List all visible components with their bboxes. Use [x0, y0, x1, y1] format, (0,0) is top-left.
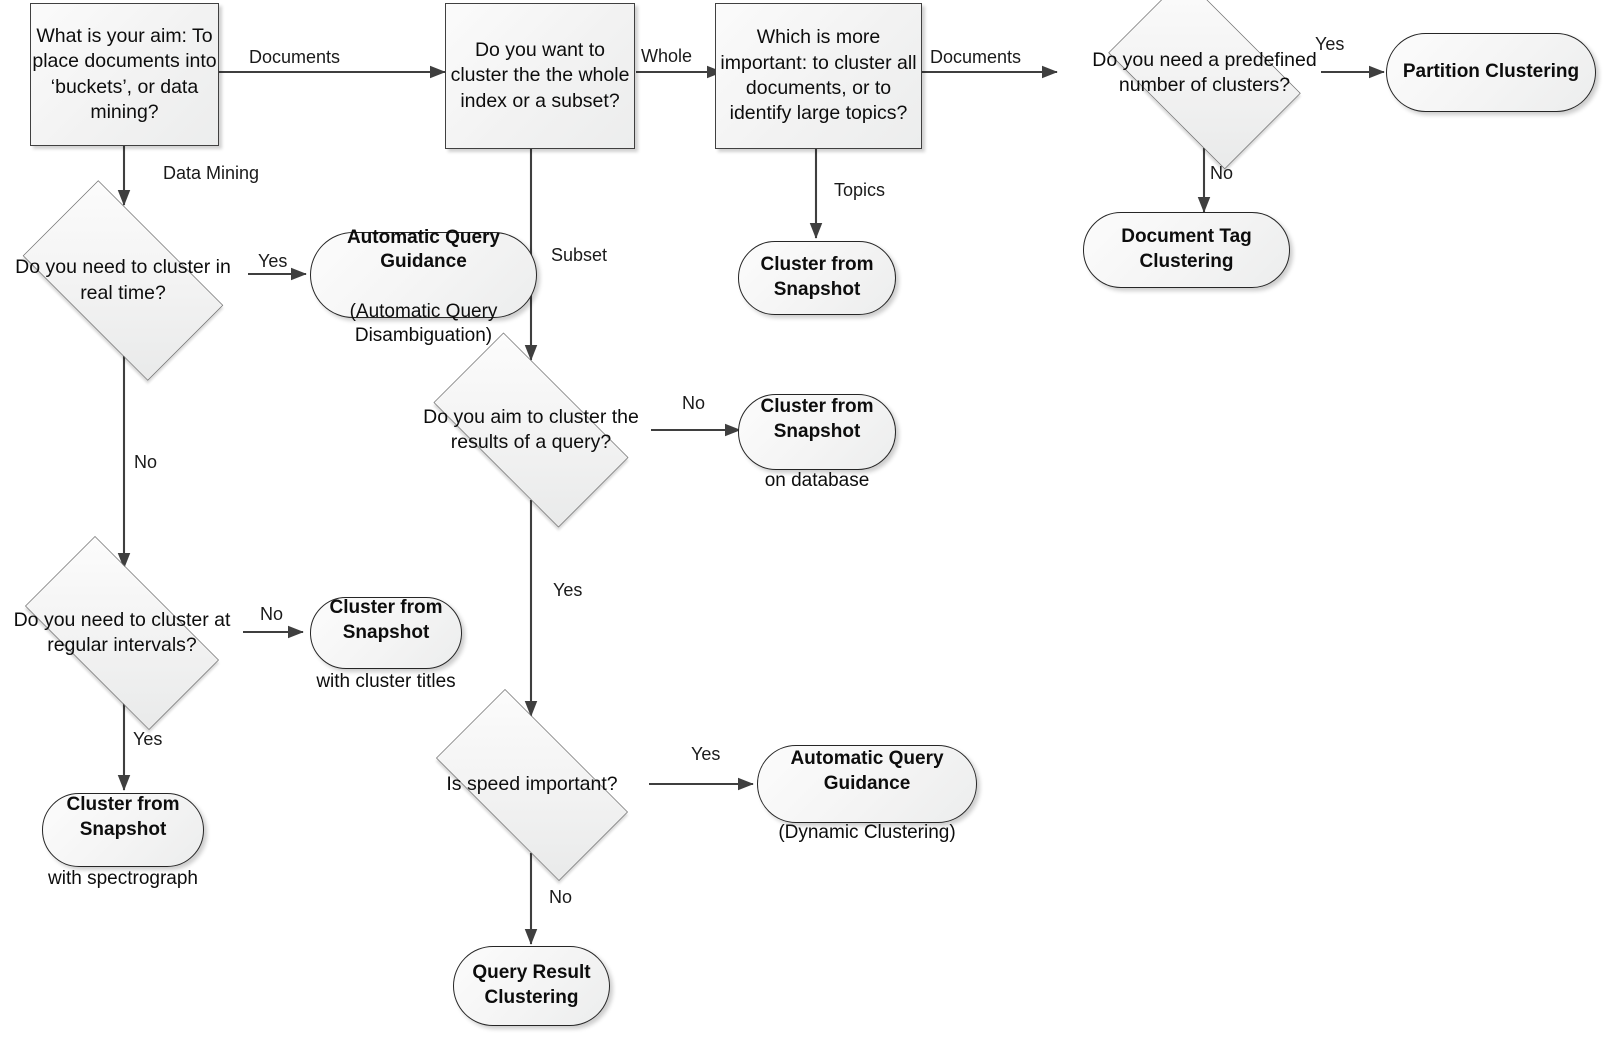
node-cluster-snapshot-spectro-sub: with spectrograph	[48, 868, 198, 890]
node-aqg-disambiguation-bold: Automatic Query Guidance	[346, 226, 501, 273]
node-aqg-dynamic-clustering[interactable]: Automatic Query Guidance (Dynamic Cluste…	[757, 745, 977, 843]
node-document-tag-clustering[interactable]: Document Tag Clustering	[1083, 212, 1290, 288]
node-more-important-label: Which is more important: to cluster all …	[720, 26, 917, 125]
node-more-important[interactable]: Which is more important: to cluster all …	[715, 3, 922, 149]
node-query-result-clustering[interactable]: Query Result Clustering	[453, 946, 610, 1026]
edge-label-documents-2: Documents	[930, 47, 1022, 67]
node-real-time-label: Do you need to cluster in real time?	[15, 256, 231, 304]
edge-label-yes-intervals: Yes	[133, 729, 163, 749]
node-cluster-snapshot-on-database[interactable]: Cluster from Snapshot on database	[738, 394, 896, 491]
node-results-of-query[interactable]: Do you aim to cluster the results of a q…	[406, 332, 656, 528]
node-cluster-snapshot-db-bold: Cluster from Snapshot	[760, 395, 874, 442]
node-query-result-clustering-label: Query Result Clustering	[472, 962, 591, 1008]
node-aqg-disambiguation-sub: (Automatic Query Disambiguation)	[349, 300, 498, 347]
node-document-tag-clustering-label: Document Tag Clustering	[1121, 226, 1252, 272]
node-aqg-dynamic-bold: Automatic Query Guidance	[790, 747, 944, 794]
node-regular-intervals-label: Do you need to cluster at regular interv…	[13, 608, 231, 656]
node-aim[interactable]: What is your aim: To place documents int…	[30, 3, 219, 146]
edge-label-yes-dynamic: Yes	[691, 744, 721, 764]
node-results-of-query-label: Do you aim to cluster the results of a q…	[423, 405, 639, 453]
node-cluster-snapshot-topics-label: Cluster from Snapshot	[760, 254, 874, 300]
node-partition-clustering[interactable]: Partition Clustering	[1386, 33, 1596, 112]
edge-label-no-snapshot-db: No	[682, 393, 706, 413]
node-speed-important-label: Is speed important?	[446, 773, 618, 796]
node-cluster-snapshot-topics[interactable]: Cluster from Snapshot	[738, 241, 896, 315]
node-predefined-number[interactable]: Do you need a predefined number of clust…	[1088, 0, 1321, 170]
node-real-time[interactable]: Do you need to cluster in real time?	[0, 180, 248, 381]
edge-label-topics: Topics	[834, 180, 886, 200]
node-cluster-snapshot-titles-sub: with cluster titles	[316, 671, 456, 693]
node-cluster-snapshot-with-spectrograph[interactable]: Cluster from Snapshot with spectrograph	[42, 793, 204, 889]
node-whole-or-subset-label: Do you want to cluster the the whole ind…	[450, 38, 630, 112]
node-cluster-snapshot-titles-bold: Cluster from Snapshot	[329, 596, 443, 643]
edge-label-no-intervals: No	[260, 604, 284, 624]
node-cluster-snapshot-with-titles[interactable]: Cluster from Snapshot with cluster title…	[310, 596, 462, 692]
node-cluster-snapshot-db-sub: on database	[764, 470, 870, 492]
edge-label-no-realtime: No	[134, 452, 158, 472]
node-speed-important[interactable]: Is speed important?	[409, 689, 655, 881]
node-predefined-number-label: Do you need a predefined number of clust…	[1092, 48, 1317, 96]
edge-label-data-mining: Data Mining	[163, 163, 260, 183]
edge-label-yes-speed-branch: Yes	[553, 580, 583, 600]
edge-label-documents-1: Documents	[249, 47, 341, 67]
node-aqg-dynamic-sub: (Dynamic Clustering)	[778, 822, 956, 844]
edge-label-whole: Whole	[641, 46, 693, 66]
node-partition-clustering-label: Partition Clustering	[1402, 61, 1580, 83]
edge-label-no-doctag: No	[1210, 163, 1234, 183]
node-aqg-disambiguation[interactable]: Automatic Query Guidance (Automatic Quer…	[310, 227, 537, 346]
node-aim-label: What is your aim: To place documents int…	[32, 24, 217, 123]
node-whole-or-subset[interactable]: Do you want to cluster the the whole ind…	[445, 3, 635, 149]
node-cluster-snapshot-spectro-bold: Cluster from Snapshot	[66, 793, 180, 840]
node-regular-intervals[interactable]: Do you need to cluster at regular interv…	[0, 536, 246, 730]
edge-label-yes-partition: Yes	[1315, 34, 1345, 54]
edge-label-yes-aqg: Yes	[258, 251, 288, 271]
edge-label-subset: Subset	[551, 245, 608, 265]
edge-label-no-queryresult: No	[549, 887, 573, 907]
